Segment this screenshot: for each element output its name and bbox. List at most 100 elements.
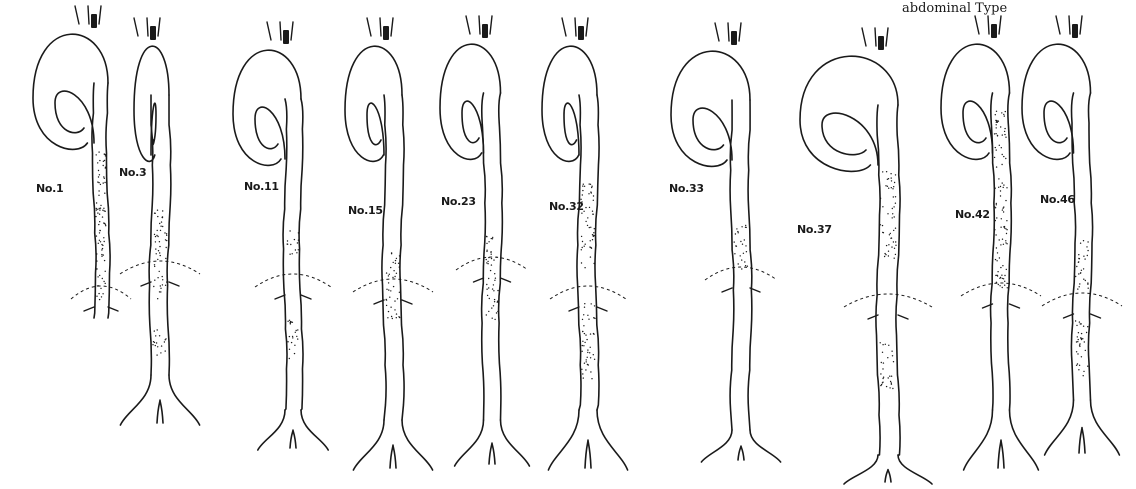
stipple-dot [297, 338, 298, 339]
stipple-dot [994, 133, 995, 134]
stipple-dot [494, 273, 495, 274]
stipple-dot [294, 353, 295, 354]
stipple-dot [998, 284, 999, 285]
arch-branch-vessel [562, 18, 566, 36]
stipple-dot [100, 208, 101, 209]
stipple-dot [1075, 276, 1076, 277]
stipple-dot [583, 345, 584, 346]
stipple-dot [893, 186, 894, 187]
stipple-dot [999, 239, 1000, 240]
stipple-dot [1079, 365, 1080, 366]
stipple-dot [391, 252, 392, 253]
stipple-dot [100, 184, 101, 185]
stipple-dot [101, 249, 102, 250]
stipple-dot [96, 202, 97, 203]
stipple-dot [1000, 267, 1001, 268]
stipple-dot [165, 239, 166, 240]
stipple-dot [996, 203, 997, 204]
stipple-dot [98, 176, 99, 177]
stipple-dot [157, 346, 158, 347]
stipple-dot [886, 386, 887, 387]
aorta-right-wall [595, 95, 599, 410]
stipple-dot [161, 345, 162, 346]
stipple-dot [590, 347, 591, 348]
stipple-dot [297, 242, 298, 243]
stipple-dot [1005, 228, 1006, 229]
arch-branch-vessel [88, 6, 89, 24]
arch-inner-wall [255, 107, 285, 159]
stipple-dot [161, 221, 162, 222]
stipple-dot [1077, 353, 1078, 354]
stipple-dot [1000, 126, 1001, 127]
stipple-dot [997, 252, 998, 253]
stipple-dot [889, 234, 890, 235]
arch-clip-marker [731, 31, 737, 45]
stipple-dot [1078, 339, 1079, 340]
renal-level-arc [961, 283, 1041, 296]
stipple-dot [491, 254, 492, 255]
stipple-dot [1078, 273, 1079, 274]
stipple-dot [155, 335, 156, 336]
stipple-dot [1079, 321, 1080, 322]
stipple-dot [1088, 288, 1089, 289]
stipple-dot [490, 270, 491, 271]
stipple-dot [1000, 186, 1001, 187]
stipple-dot [103, 281, 104, 282]
stipple-dot [1080, 243, 1081, 244]
stipple-dot [105, 154, 106, 155]
arch-branch-vessel [862, 28, 866, 46]
stipple-dot [590, 256, 591, 257]
renal-branch-right [1010, 304, 1020, 308]
stipple-dot [396, 258, 397, 259]
stipple-dot [583, 377, 584, 378]
stipple-dot [892, 355, 893, 356]
stipple-dot [996, 275, 997, 276]
arch-branch-vessel [1080, 16, 1082, 34]
stipple-dot [882, 382, 883, 383]
stipple-dot [98, 151, 99, 152]
stipple-dot [388, 282, 389, 283]
arch-branch-vessel [1069, 16, 1070, 34]
stipple-dot [287, 243, 288, 244]
stipple-dot [895, 241, 896, 242]
stipple-dot [104, 260, 105, 261]
stipple-dot [591, 303, 592, 304]
arch-branch-vessel [147, 18, 148, 36]
stipple-dot [887, 213, 888, 214]
case-label: No.11 [244, 180, 279, 193]
stipple-dot [487, 263, 488, 264]
stipple-dot [995, 114, 996, 115]
stipple-dot [740, 241, 741, 242]
right-iliac-outer [402, 420, 433, 470]
stipple-dot [102, 248, 103, 249]
stipple-dot [587, 315, 588, 316]
right-iliac-outer [1010, 410, 1039, 470]
arch-branch-vessel [367, 18, 371, 36]
stipple-dot [582, 185, 583, 186]
stipple-dot [289, 336, 290, 337]
aorta-right-wall [748, 100, 752, 430]
stipple-dot [493, 305, 494, 306]
stipple-dot [166, 247, 167, 248]
stipple-dot [996, 111, 997, 112]
stipple-dot [160, 291, 161, 292]
stipple-dot [295, 249, 296, 250]
stipple-dot [495, 278, 496, 279]
stipple-dot [289, 349, 290, 350]
stipple-dot [1004, 131, 1005, 132]
stipple-dot [98, 170, 99, 171]
stipple-dot [894, 182, 895, 183]
stipple-dot [591, 186, 592, 187]
stipple-dot [888, 377, 889, 378]
stipple-dot [98, 293, 99, 294]
stipple-dot [746, 251, 747, 252]
stipple-dot [296, 336, 297, 337]
right-iliac-outer [301, 410, 328, 450]
stipple-dot [738, 263, 739, 264]
left-iliac-outer [548, 410, 579, 470]
stipple-dot [1006, 243, 1007, 244]
stipple-dot [1087, 241, 1088, 242]
stipple-dot [1077, 363, 1078, 364]
stipple-dot [590, 240, 591, 241]
stipple-dot [390, 267, 391, 268]
